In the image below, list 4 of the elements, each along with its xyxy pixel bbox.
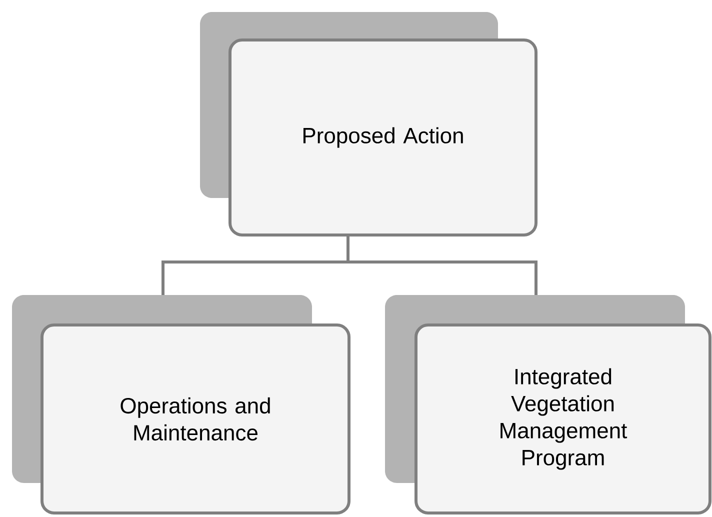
connector-line [346,236,538,295]
process-box: Integrated Vegetation Management Program [385,295,712,514]
process-box: Operations and Maintenance [12,295,350,514]
process-box: Proposed Action [200,12,538,236]
